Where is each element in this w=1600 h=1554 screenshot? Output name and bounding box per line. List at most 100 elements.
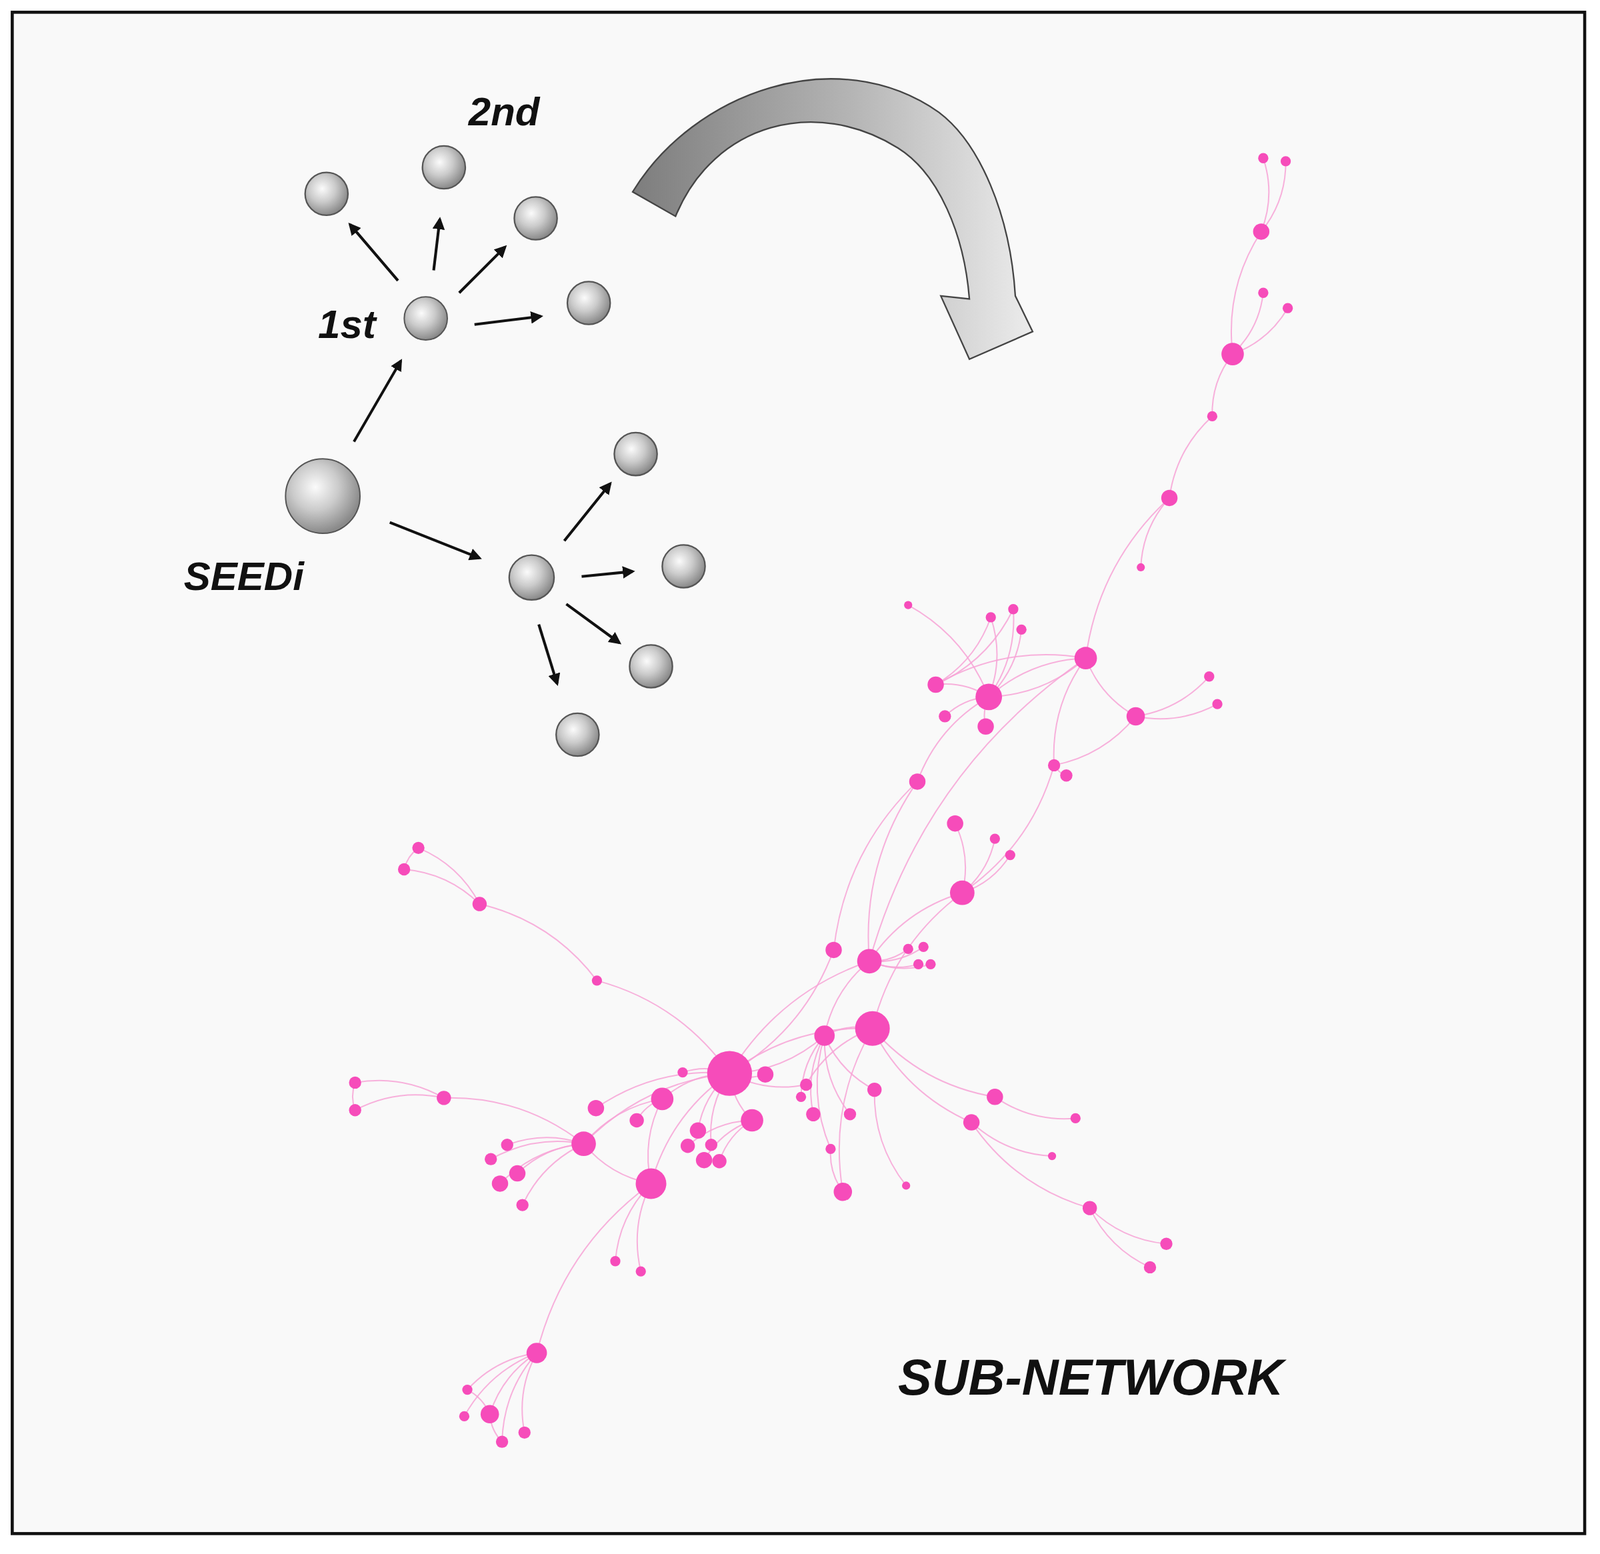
network-edge (729, 961, 870, 1074)
network-edge (994, 1096, 1076, 1119)
network-node (1136, 563, 1145, 572)
network-edge (1090, 1208, 1150, 1268)
network-node (636, 1266, 646, 1276)
network-node (1221, 342, 1244, 366)
arrow-connector (354, 360, 401, 442)
network-node (946, 815, 963, 832)
neighbor-arrow (350, 224, 398, 281)
neighbor-arrow (538, 624, 558, 684)
node-circle (403, 296, 448, 341)
network-node (1016, 624, 1026, 635)
network-node (1074, 646, 1098, 670)
neighbor-circle (514, 196, 557, 240)
network-node (712, 1154, 726, 1168)
network-node (867, 1082, 882, 1097)
neighbor-circle (629, 644, 672, 688)
neighbor-arrow (459, 246, 506, 293)
network-node (814, 1025, 835, 1046)
network-edge (536, 1183, 651, 1353)
network-node (913, 959, 924, 970)
network-edge (729, 1028, 872, 1074)
network-edge (522, 1144, 584, 1206)
node-label: 1st (318, 304, 376, 345)
network-node (492, 1175, 508, 1192)
network-node (800, 1078, 812, 1091)
network-node (1207, 411, 1218, 422)
node-label: SEEDi (184, 556, 304, 597)
network-node (909, 773, 926, 790)
network-node (398, 863, 410, 876)
network-node (902, 1181, 910, 1190)
network-node (1161, 490, 1178, 506)
network-node (844, 1108, 856, 1120)
network-edge (464, 1352, 537, 1416)
network-edge (874, 1090, 907, 1186)
network-node (1280, 156, 1291, 166)
neighbor-circle (662, 544, 705, 588)
network-edge (355, 1094, 444, 1110)
network-edge (1231, 231, 1262, 354)
network-node (1082, 1200, 1097, 1215)
network-edge (584, 1073, 730, 1144)
neighbor-arrow (434, 219, 440, 271)
neighbor-circle (422, 146, 466, 189)
neighbor-circle (556, 713, 599, 756)
network-node (516, 1198, 528, 1211)
network-node (484, 1153, 497, 1166)
network-node (806, 1107, 820, 1122)
network-edge (824, 1035, 850, 1114)
network-node (1060, 769, 1072, 782)
network-edge (1261, 158, 1270, 232)
frame (12, 12, 1585, 1534)
network-node (977, 718, 994, 734)
network-edge (839, 1028, 873, 1192)
network-node (834, 1182, 853, 1202)
network-node (636, 1168, 667, 1199)
network-edge (908, 605, 989, 698)
network-node (696, 1152, 712, 1168)
network-edge (502, 1352, 537, 1442)
network-node (1212, 698, 1222, 709)
node-circle-shape (404, 296, 448, 340)
network-node (1048, 759, 1060, 772)
neighbor-arrow (566, 604, 620, 643)
network-node (757, 1066, 774, 1082)
network-node (963, 1114, 980, 1130)
network-node (796, 1092, 806, 1102)
network-edge (522, 1352, 537, 1432)
network-node (1008, 604, 1018, 614)
node-circle-shape (285, 458, 360, 534)
network-edge (1136, 704, 1218, 719)
network-edge (834, 781, 918, 950)
network-node (904, 600, 912, 609)
network-node (459, 1411, 470, 1422)
network-edge (936, 609, 1014, 685)
network-edge (917, 696, 989, 782)
network-node (501, 1138, 514, 1151)
network-edge (479, 904, 597, 981)
network-edge (988, 658, 1086, 697)
neighbor-arrow (564, 483, 610, 541)
node-circle (284, 457, 362, 535)
network-node (825, 942, 842, 958)
network-node (1048, 1152, 1056, 1160)
network-edge (1169, 416, 1212, 498)
network-node (1258, 153, 1268, 164)
subnetwork-label: SUB-NETWORK (898, 1352, 1284, 1403)
network-node (436, 1090, 451, 1105)
network-edge (971, 1122, 1090, 1209)
network-node (462, 1384, 472, 1395)
network-edge (467, 1352, 537, 1390)
network-node (412, 842, 424, 854)
network-node (509, 1165, 526, 1182)
neighbor-arrow (390, 522, 480, 559)
network-node (1144, 1261, 1156, 1274)
network-node (986, 612, 996, 622)
network-edge (1261, 161, 1286, 232)
network-node (1282, 303, 1293, 314)
network-node (986, 1088, 1003, 1105)
network-edge (869, 658, 1086, 962)
network-node (1204, 671, 1214, 682)
network-node (927, 676, 944, 693)
